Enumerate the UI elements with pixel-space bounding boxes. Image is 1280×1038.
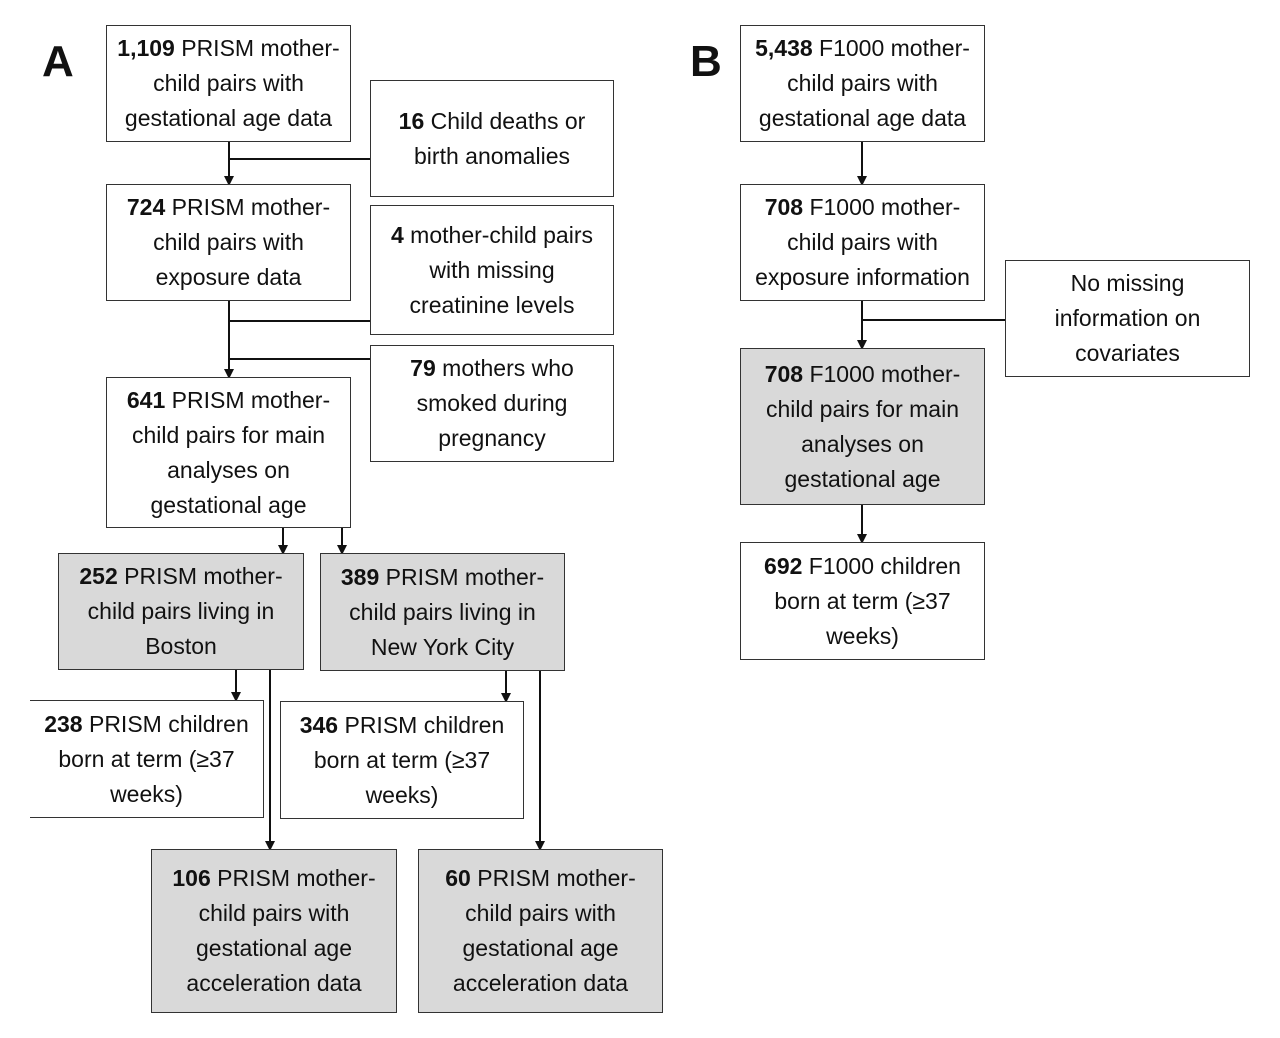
box-prism-new-york-city: 389 PRISM mother-child pairs living in N…: [320, 553, 565, 671]
box-prism-boston-acceleration: 106 PRISM mother-child pairs with gestat…: [151, 849, 397, 1013]
box-prism-gestational-age: 1,109 PRISM mother-child pairs with gest…: [106, 25, 351, 142]
box-f1000-term: 692 F1000 children born at term (≥37 wee…: [740, 542, 985, 660]
box-excluded-child-deaths: 16 Child deaths or birth anomalies: [370, 80, 614, 197]
box-f1000-exposure-information: 708 F1000 mother-child pairs with exposu…: [740, 184, 985, 301]
panel-b-label: B: [690, 37, 722, 86]
box-excluded-smokers: 79 mothers who smoked during pregnancy: [370, 345, 614, 462]
box-excluded-missing-creatinine: 4 mother-child pairs with missing creati…: [370, 205, 614, 335]
box-f1000-gestational-age: 5,438 F1000 mother-child pairs with gest…: [740, 25, 985, 142]
box-prism-boston: 252 PRISM mother-child pairs living in B…: [58, 553, 304, 670]
box-prism-exposure-data: 724 PRISM mother-child pairs with exposu…: [106, 184, 351, 301]
box-prism-nyc-acceleration: 60 PRISM mother-child pairs with gestati…: [418, 849, 663, 1013]
box-f1000-main-analyses: 708 F1000 mother-child pairs for main an…: [740, 348, 985, 505]
box-prism-boston-term: 238 PRISM children born at term (≥37 wee…: [30, 700, 264, 818]
box-no-missing-covariates: No missing information on covariates: [1005, 260, 1250, 377]
box-prism-main-analyses: 641 PRISM mother-child pairs for main an…: [106, 377, 351, 528]
box-prism-nyc-term: 346 PRISM children born at term (≥37 wee…: [280, 701, 524, 819]
panel-a-label: A: [42, 37, 74, 86]
